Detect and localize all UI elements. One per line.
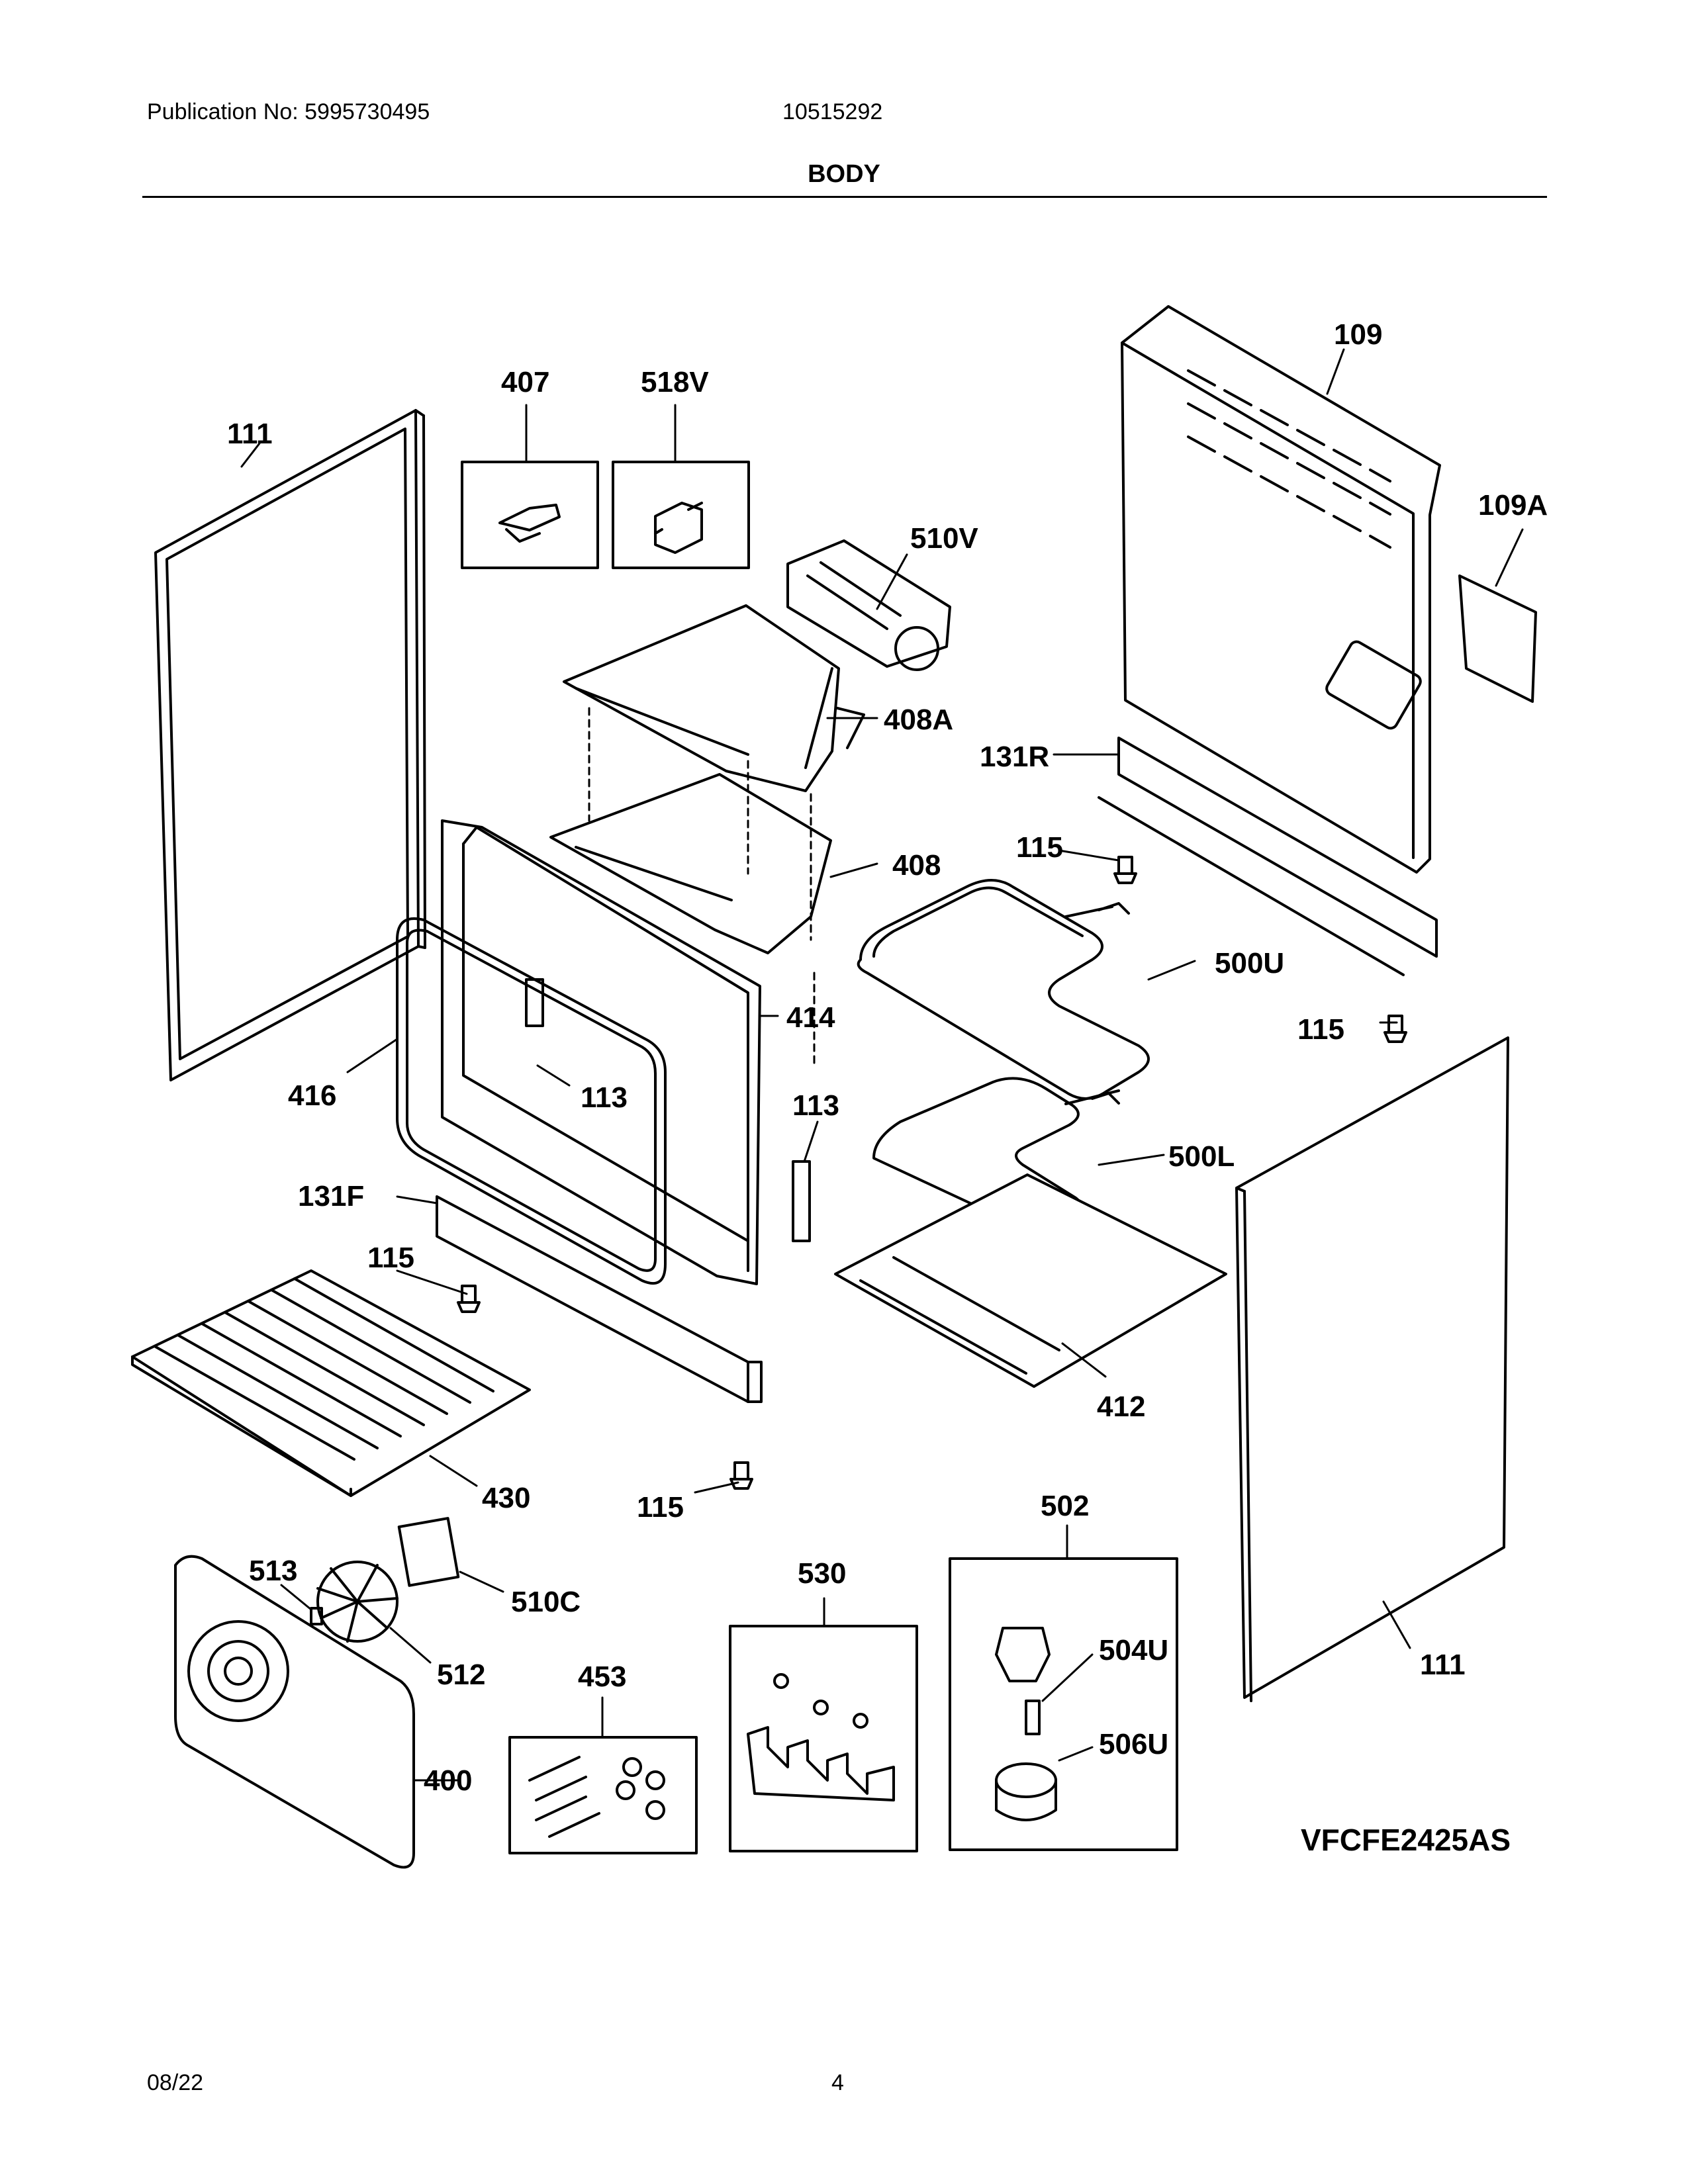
label-414: 414 [786,1001,835,1034]
label-500L: 500L [1168,1140,1235,1173]
label-408: 408 [892,849,941,882]
part-500U-broil-element [857,879,1150,1100]
page-number: 4 [831,2070,844,2095]
part-512-fan-blade [316,1561,399,1643]
label-504U: 504U [1099,1634,1168,1666]
part-510V-fan [786,539,951,671]
part-414-oven-cavity [441,819,761,1285]
label-407: 407 [501,366,549,398]
part-115-leg-d [1383,1015,1407,1043]
part-109A-cover [1458,574,1537,703]
side-panel-left [154,409,426,1081]
part-113-hinge-a [525,978,544,1027]
label-512: 512 [437,1659,485,1691]
label-115-b: 115 [1297,1013,1344,1046]
part-416-gasket [396,917,667,1285]
label-518V: 518V [641,366,709,398]
label-113-a: 113 [581,1081,628,1114]
label-109: 109 [1334,318,1382,351]
label-113-b: 113 [792,1089,839,1122]
label-115-d: 115 [637,1491,684,1524]
part-530-burner-box [729,1625,918,1852]
label-510C: 510C [511,1586,581,1618]
model-number: VFCFE2425AS [1301,1823,1511,1857]
part-113-hinge-b [792,1160,811,1242]
part-131F-front-kickplate [436,1195,763,1403]
part-453-hardware-box [508,1736,698,1854]
label-115-a: 115 [1016,831,1063,864]
part-131R-rear-kickplate [1098,737,1438,976]
label-416: 416 [288,1079,336,1112]
part-510C-motor [397,1517,460,1587]
part-412-oven-bottom [834,1173,1227,1388]
part-407-box [461,461,599,569]
part-115-leg-a [457,1285,481,1313]
label-131R: 131R [980,741,1049,773]
part-109-back-panel [1121,305,1441,874]
label-111-left: 111 [227,418,273,450]
label-400: 400 [424,1764,472,1797]
part-430-oven-rack [131,1269,531,1497]
part-518V-box [612,461,750,569]
part-400-fan-cover [174,1555,415,1869]
label-412: 412 [1097,1390,1145,1423]
label-502: 502 [1041,1490,1089,1522]
part-115-leg-b [729,1461,753,1490]
side-panel-right [1235,1036,1509,1702]
footer-date: 08/22 [147,2070,204,2095]
part-115-leg-c [1113,856,1137,884]
label-115-c: 115 [367,1242,414,1274]
label-430: 430 [482,1482,530,1514]
section-title: BODY [808,160,880,188]
label-111-right: 111 [1420,1649,1466,1681]
label-500U: 500U [1215,947,1284,979]
label-510V: 510V [910,522,978,555]
label-109A: 109A [1478,489,1548,522]
label-513: 513 [249,1555,297,1587]
label-506U: 506U [1099,1728,1168,1760]
part-408A-duct [563,604,865,792]
label-530: 530 [798,1557,846,1590]
part-502-control-box [949,1557,1178,1851]
label-408A: 408A [884,704,953,736]
label-131F: 131F [298,1180,364,1212]
document-number: 10515292 [782,99,883,124]
publication-number: Publication No: 5995730495 [147,99,430,124]
part-513-screw [310,1607,323,1625]
header-rule [142,196,1547,198]
label-453: 453 [578,1661,626,1693]
